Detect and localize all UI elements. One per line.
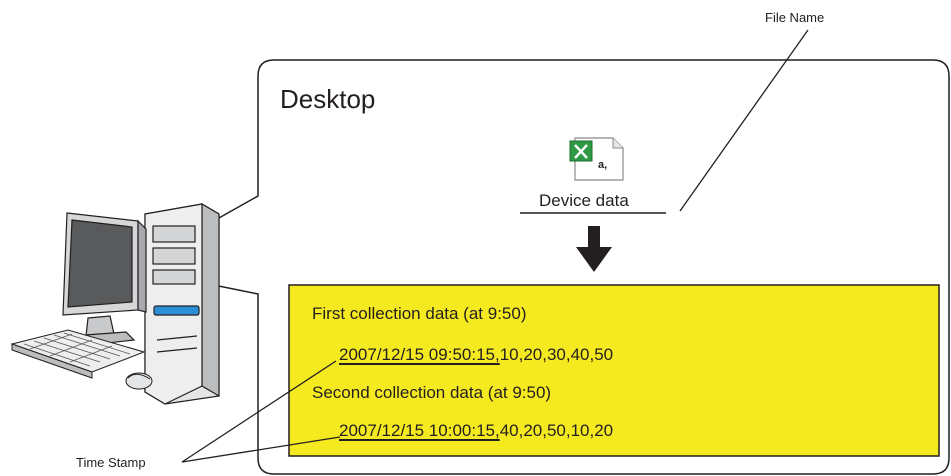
second-values: 40,20,50,10,20 (499, 421, 614, 440)
time-stamp-leaders (181, 360, 341, 463)
second-collection-heading: Second collection data (at 9:50) (312, 383, 552, 402)
excel-csv-file-icon (569, 137, 624, 181)
first-collection-row: 2007/12/15 09:50:15,10,20,30,40,50 (339, 345, 613, 365)
desktop-title: Desktop (280, 84, 376, 114)
first-values: 10,20,30,40,50 (499, 345, 614, 364)
file-name-label: File Name (765, 10, 825, 25)
keyboard-icon (10, 329, 146, 379)
monitor-icon (62, 212, 147, 347)
second-timestamp: 2007/12/15 10:00:15, (339, 421, 500, 440)
collection-data-panel (288, 284, 940, 457)
second-collection-row: 2007/12/15 10:00:15,40,20,50,10,20 (339, 421, 613, 441)
file-name-leader (679, 29, 809, 212)
down-arrow-icon (576, 226, 612, 272)
first-collection-heading: First collection data (at 9:50) (312, 304, 527, 323)
desktop-computer-icon (144, 202, 220, 405)
first-timestamp: 2007/12/15 09:50:15, (339, 345, 500, 364)
time-stamp-label: Time Stamp (76, 455, 146, 470)
mouse-icon (125, 372, 153, 390)
file-icon-letter: a, (598, 159, 608, 171)
device-data-file-label[interactable]: Device data (539, 191, 629, 210)
